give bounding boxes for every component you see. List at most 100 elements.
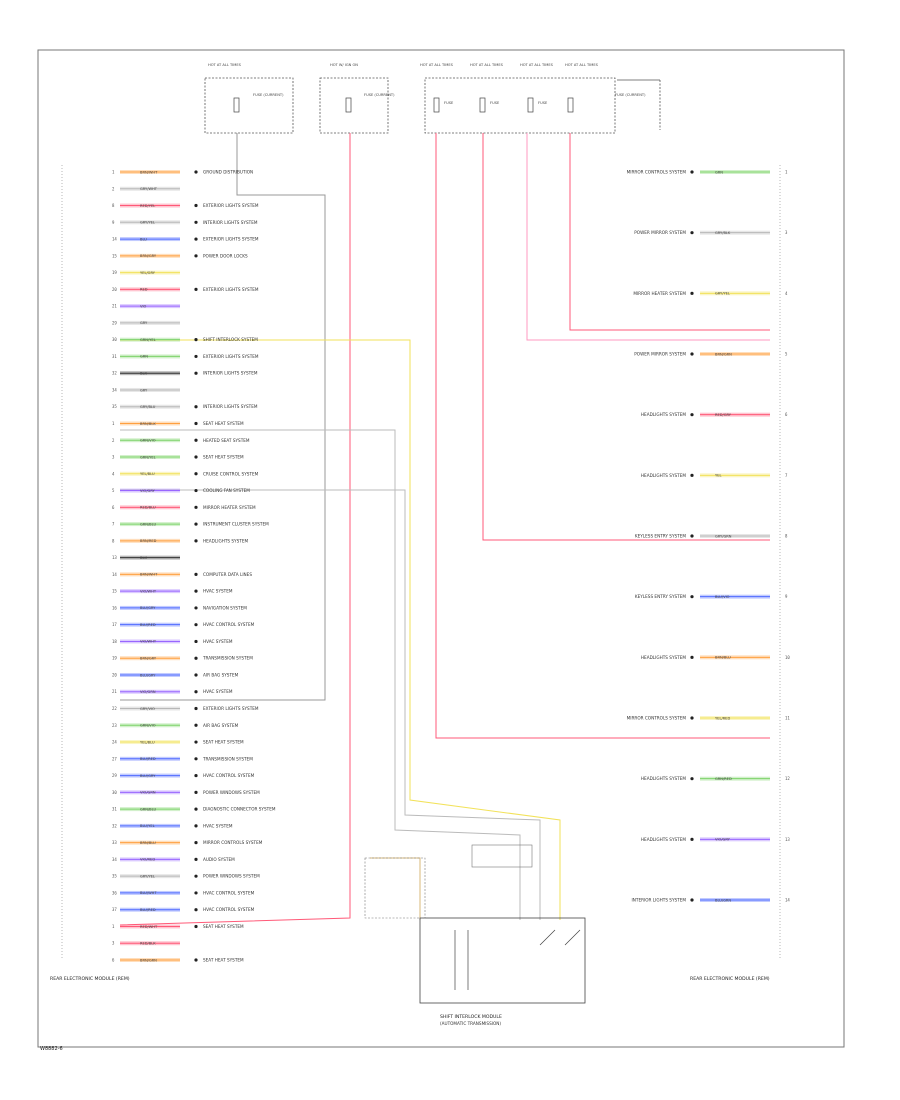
wire-code: GRY/YEL xyxy=(140,221,155,225)
fuse-label-f4: FUSE xyxy=(490,101,500,105)
wire-code: BLU/GRY xyxy=(140,673,156,677)
connector-dot xyxy=(194,606,198,610)
connector-dot xyxy=(690,473,694,477)
connector-dot xyxy=(194,857,198,862)
pin-number: 6 xyxy=(112,505,115,510)
connector-dot xyxy=(194,908,198,912)
fuse-label-f1: FUSE (CURRENT) xyxy=(253,93,284,97)
pin-number: 36 xyxy=(112,890,117,895)
circuit-label: MIRROR HEATER SYSTEM xyxy=(203,505,256,510)
connector-dot xyxy=(194,673,198,677)
wire-code: GRN/YEL xyxy=(140,455,156,459)
wire-code: VIO/GRY xyxy=(715,838,731,842)
pin-number: 4 xyxy=(785,291,788,296)
connector-dot xyxy=(690,352,694,356)
connector-dot xyxy=(690,534,694,538)
circuit-label: EXTERIOR LIGHTS SYSTEM xyxy=(203,237,259,242)
fuse-label-f3: FUSE xyxy=(444,101,454,105)
wire-code: BRN/WHT xyxy=(140,170,158,174)
circuit-label: COMPUTER DATA LINES xyxy=(203,572,252,577)
pin-number: 30 xyxy=(112,337,117,342)
fuse-panel xyxy=(204,77,661,134)
connector-dot xyxy=(194,338,198,342)
wire-code: VIO/GRN xyxy=(140,791,156,795)
pin-number: 29 xyxy=(112,320,117,325)
wire-code: VIO/GRN xyxy=(140,690,156,694)
wire-code: BRN/GRN xyxy=(140,958,157,962)
connector-dot xyxy=(690,595,694,599)
connector-dot xyxy=(194,421,198,426)
connector-dot xyxy=(194,958,198,962)
pin-number: 1 xyxy=(112,924,115,929)
circuit-label: TRANSMISSION SYSTEM xyxy=(202,656,253,661)
circuit-label: SHIFT INTERLOCK SYSTEM xyxy=(203,337,258,342)
pin-number: 13 xyxy=(112,555,117,560)
pin-number: 21 xyxy=(112,304,117,309)
pin-number: 8 xyxy=(112,203,115,208)
pin-number: 33 xyxy=(112,840,117,845)
connector-dot xyxy=(194,203,198,208)
pin-number: 31 xyxy=(112,807,117,812)
wire-code: RED/GRY xyxy=(715,413,732,417)
circuit-label: HVAC SYSTEM xyxy=(203,589,233,594)
circuit-label: INTERIOR LIGHTS SYSTEM xyxy=(203,371,258,376)
circuit-label: AIR BAG SYSTEM xyxy=(203,672,239,677)
connector-dot xyxy=(194,539,198,543)
pin-number: 34 xyxy=(112,857,117,862)
connector-dot xyxy=(194,824,198,828)
pin-number: 2 xyxy=(112,438,115,443)
circuit-label: NAVIGATION SYSTEM xyxy=(203,605,247,610)
connector-dot xyxy=(194,623,198,627)
connector-dot xyxy=(194,891,198,895)
connector-dot xyxy=(194,690,198,694)
pin-number: 37 xyxy=(112,907,117,912)
circuit-label: HEADLIGHTS SYSTEM xyxy=(641,655,686,660)
pin-number: 3 xyxy=(112,455,115,460)
circuit-label: INTERIOR LIGHTS SYSTEM xyxy=(203,404,258,409)
pin-number: 35 xyxy=(112,874,117,879)
circuit-label: HVAC CONTROL SYSTEM xyxy=(203,907,255,912)
pin-number: 32 xyxy=(112,371,117,376)
wire-code: GRY xyxy=(140,388,148,392)
connector-dot xyxy=(690,716,694,720)
connector-dot xyxy=(194,522,198,526)
fuse-header-f2: HOT W/ IGN ON xyxy=(330,63,358,67)
wire-code: BRN/RED xyxy=(140,539,157,543)
circuit-label: EXTERIOR LIGHTS SYSTEM xyxy=(203,706,259,711)
wire-code: YEL/GRY xyxy=(140,271,156,275)
pin-number: 20 xyxy=(112,672,117,677)
pin-number: 34 xyxy=(112,387,117,392)
connector-dot xyxy=(194,924,198,929)
fuse-label-f6: FUSE (CURRENT) xyxy=(615,93,646,97)
fuse-header-f3: HOT AT ALL TIMES xyxy=(420,63,454,67)
wire-code: VIO/GRY xyxy=(140,489,156,493)
pin-number: 24 xyxy=(112,740,117,745)
circuit-label: AIR BAG SYSTEM xyxy=(203,723,239,728)
pin-number: 1 xyxy=(785,170,788,175)
